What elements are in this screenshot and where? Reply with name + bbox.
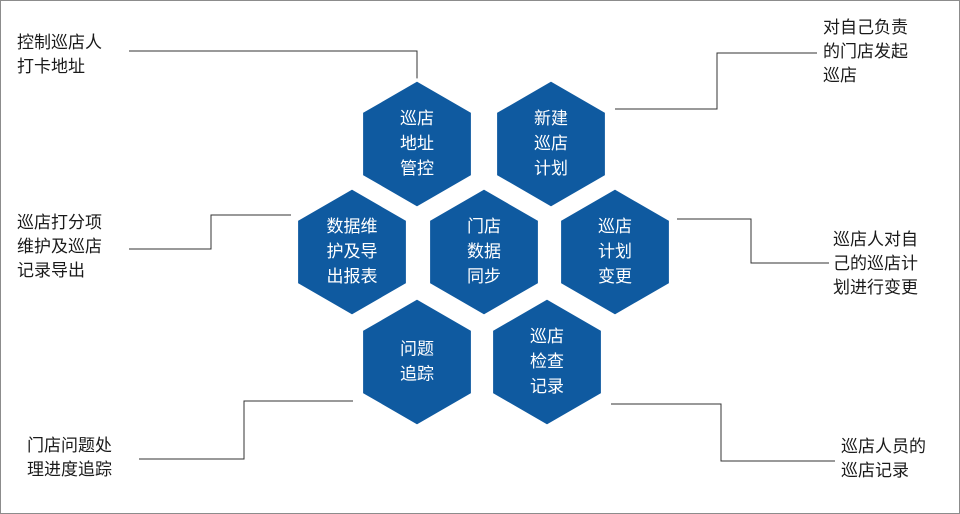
hex-label: 计划 [598,242,632,262]
hex-label: 计划 [534,159,568,179]
callout-line: 己的巡店计 [833,254,918,274]
callout-line: 门店问题处 [27,436,112,456]
connector-lines [129,50,835,462]
hex-label: 地址 [400,134,434,154]
callout-record: 巡店人员的 巡店记录 [841,435,926,483]
connector-issue [139,400,353,460]
hex-label: 新建 [534,109,568,129]
callout-issue: 门店问题处 理进度追踪 [27,434,112,482]
callout-line: 划进行变更 [833,278,918,298]
hex-shape [360,296,474,428]
hex-label: 记录 [530,377,564,397]
hex-label: 检查 [530,352,564,372]
hex-label: 巡店 [534,134,568,154]
hex-shape [427,186,541,318]
connector-new-plan [615,52,817,110]
hex-shape [558,186,672,318]
callout-new-plan: 对自己负责 的门店发起 巡店 [823,16,908,88]
callout-line: 打卡地址 [17,57,85,77]
callout-line: 巡店 [823,66,857,86]
hex-shape [490,296,604,428]
hex-shape [360,78,474,210]
callout-address: 控制巡店人 打卡地址 [17,31,102,79]
connector-address [129,50,418,80]
connector-record [611,403,835,462]
hex-shape [295,186,409,318]
callout-line: 巡店记录 [841,461,909,481]
callout-line: 巡店人对自 [833,230,918,250]
hex-label: 同步 [467,267,501,287]
hex-label: 巡店 [400,109,434,129]
hex-shape [494,78,608,210]
callout-data-maint: 巡店打分项 维护及巡店 记录导出 [17,211,102,283]
hexagon-cluster: 巡店地址管控新建巡店计划数据维护及导出报表门店数据同步巡店计划变更问题追踪巡店检… [295,78,672,428]
hex-label: 护及导 [327,242,378,262]
callout-line: 巡店打分项 [17,213,102,233]
hex-label: 巡店 [598,217,632,237]
hex-label: 管控 [400,159,434,179]
connector-data-maint [129,214,291,250]
callout-line: 维护及巡店 [17,237,102,257]
callout-line: 理进度追踪 [27,460,112,480]
hex-label: 问题 [400,340,434,360]
hex-label: 门店 [467,217,501,237]
callout-line: 的门店发起 [823,42,908,62]
hex-label: 出报表 [327,267,378,287]
hex-label: 数据维 [327,217,378,237]
hex-label: 追踪 [400,365,434,385]
callout-line: 巡店人员的 [841,437,926,457]
callout-line: 对自己负责 [823,18,908,38]
connector-change [677,218,829,264]
hex-label: 数据 [467,242,501,262]
callout-change: 巡店人对自 己的巡店计 划进行变更 [833,228,918,300]
hex-label: 巡店 [530,327,564,347]
hex-label: 变更 [598,267,632,287]
callout-line: 控制巡店人 [17,33,102,53]
callout-line: 记录导出 [17,261,85,281]
